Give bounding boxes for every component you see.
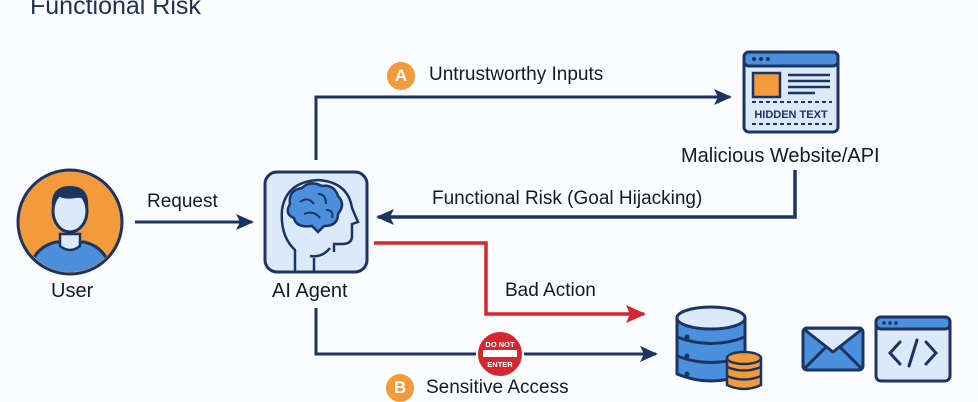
bad-action-arrow (374, 241, 646, 323)
page-title: Functional Risk (30, 0, 201, 20)
untrustworthy-inputs-arrow (314, 89, 732, 160)
badge-b: B (386, 374, 414, 402)
code-window-icon (874, 315, 952, 383)
goal-hijacking-label: Functional Risk (Goal Hijacking) (432, 188, 703, 209)
request-label: Request (147, 191, 218, 212)
database-icon (675, 305, 763, 391)
do-not-enter-icon: DO NOT ENTER (476, 330, 524, 378)
untrustworthy-inputs-label: Untrustworthy Inputs (429, 64, 604, 85)
user-avatar-icon (16, 168, 124, 276)
sign-text-bottom: ENTER (487, 360, 513, 369)
sensitive-access-arrow (314, 308, 658, 362)
malicious-website-label: Malicious Website/API (681, 145, 880, 167)
bad-action-label: Bad Action (505, 280, 596, 301)
webpage-icon: HIDDEN TEXT (742, 50, 840, 134)
user-label: User (51, 280, 94, 302)
badge-a: A (387, 62, 415, 90)
hidden-text-label: HIDDEN TEXT (754, 109, 828, 121)
email-icon (801, 326, 865, 372)
sign-text-top: DO NOT (485, 340, 515, 349)
ai-agent-label: AI Agent (272, 280, 348, 302)
brain-head-icon (263, 170, 369, 274)
goal-hijacking-arrow (376, 170, 797, 225)
sensitive-access-label: Sensitive Access (426, 377, 569, 398)
